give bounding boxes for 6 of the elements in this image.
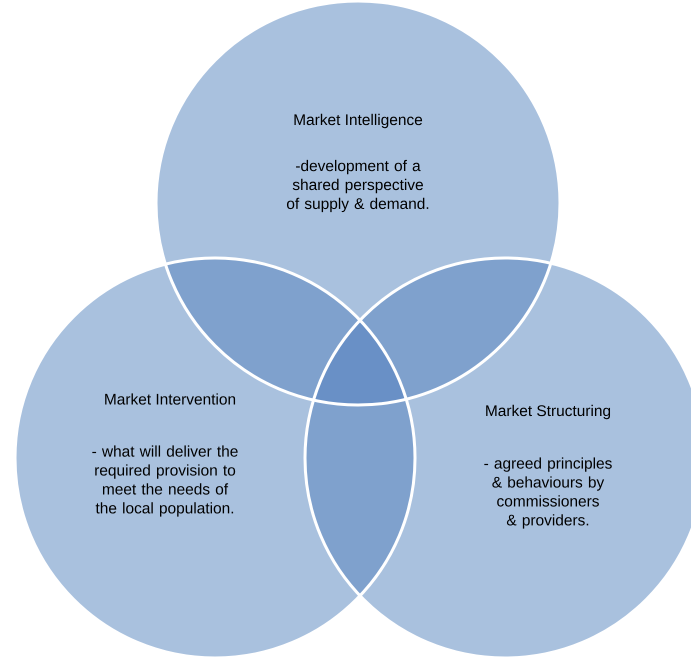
circle-heading: Market Structuring [486,404,610,420]
circle-heading: Market Intelligence [294,114,422,128]
circle-heading: Market Intervention [105,393,236,405]
circle-description: - what will deliver the required provision to meet the needs of the local population. [92,445,238,517]
circle-description: - agreed principles & behaviours by commissioners & providers. [484,457,612,529]
circle-description: -development of a shared perspective of supply & demand. [286,160,428,212]
